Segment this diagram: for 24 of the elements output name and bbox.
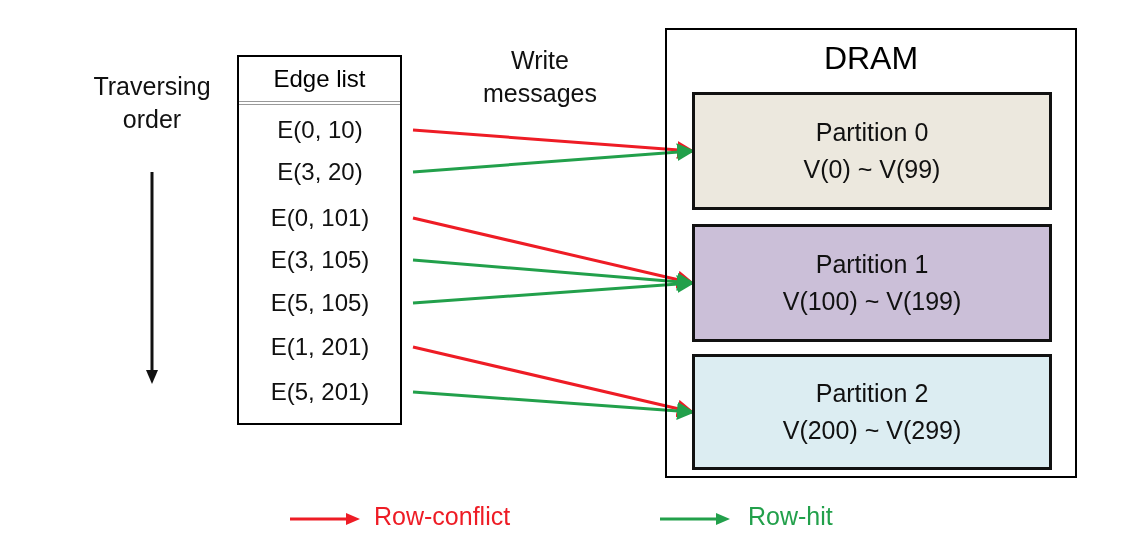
- edge-entry: E(5, 201): [241, 374, 399, 410]
- partition-text: V(100) ~ V(199): [782, 287, 962, 316]
- legend-label: Row-conflict: [374, 502, 511, 531]
- box-title: DRAM: [822, 40, 920, 77]
- edge-entry: E(5, 105): [241, 285, 399, 321]
- edge-list-table: [237, 55, 402, 425]
- partition-text: Partition 0: [815, 118, 929, 147]
- partition-text: Partition 1: [815, 250, 929, 279]
- table-header: Edge list: [239, 57, 400, 105]
- edge-entry: E(0, 101): [241, 200, 399, 236]
- partition-box: [692, 224, 1052, 342]
- partition-box: [692, 354, 1052, 470]
- legend-label: Row-hit: [748, 502, 833, 531]
- partition-text: Partition 2: [815, 379, 929, 408]
- edge-entry: E(3, 20): [241, 154, 399, 190]
- partition-box: [692, 92, 1052, 210]
- edge-entry: E(0, 10): [241, 112, 399, 148]
- partition-text: V(0) ~ V(99): [803, 155, 941, 184]
- partition-text: V(200) ~ V(299): [782, 416, 962, 445]
- edge-entry: E(3, 105): [241, 242, 399, 278]
- dram-box: [665, 28, 1077, 478]
- note-label: Traversing order: [92, 71, 212, 135]
- note-label: Write messages: [482, 45, 598, 109]
- edge-entry: E(1, 201): [241, 329, 399, 365]
